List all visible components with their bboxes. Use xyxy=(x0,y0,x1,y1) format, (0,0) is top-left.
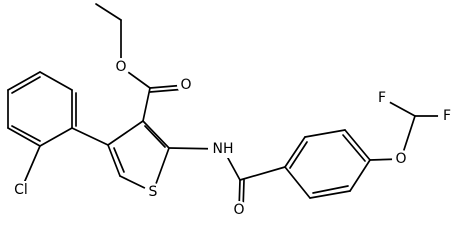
atom-label-o: O xyxy=(115,59,126,75)
bond-line xyxy=(39,127,73,147)
atom-o-ether: O xyxy=(392,150,410,168)
bond-lines xyxy=(7,3,448,211)
bond-line xyxy=(7,71,41,91)
atom-f-2: F xyxy=(438,107,456,125)
atom-label-cl: Cl xyxy=(14,182,28,198)
bond-line xyxy=(107,144,121,177)
atom-label-o: O xyxy=(233,202,244,218)
bond-line xyxy=(289,141,308,169)
atom-nh-amide: NH xyxy=(208,140,238,158)
bond-line xyxy=(239,166,286,181)
bond-line xyxy=(39,71,73,91)
bond-line xyxy=(11,76,41,94)
bond-line xyxy=(144,125,166,148)
bond-line xyxy=(142,87,151,122)
molecule-structure: O O S Cl NH O O F xyxy=(7,3,456,219)
bond-line xyxy=(284,136,306,168)
bond-line xyxy=(309,190,351,199)
atom-s-thiophene: S xyxy=(144,183,162,201)
bond-line xyxy=(284,166,311,199)
atom-label-s: S xyxy=(149,184,158,200)
atom-label-o: O xyxy=(180,77,191,93)
atom-labels: O O S Cl NH O O F xyxy=(9,58,456,219)
bond-line xyxy=(312,185,349,194)
atom-label-f: F xyxy=(443,108,451,124)
atom-f-1: F xyxy=(373,89,391,107)
bond-line xyxy=(95,3,122,21)
bond-line xyxy=(7,127,41,147)
atom-cl: Cl xyxy=(9,181,33,199)
bond-line xyxy=(304,129,346,138)
bond-line xyxy=(349,159,371,192)
atom-label-nh: NH xyxy=(213,141,234,157)
bond-line xyxy=(107,120,144,146)
bond-line xyxy=(11,125,41,142)
bond-line xyxy=(342,134,366,162)
bond-line xyxy=(113,147,125,173)
atom-o-amide: O xyxy=(230,201,248,219)
atom-o-ester-carbonyl: O xyxy=(177,76,195,94)
atom-label-f: F xyxy=(378,90,386,106)
bond-line xyxy=(142,120,170,149)
atom-o-ester-alkyl: O xyxy=(112,58,130,76)
bond-line xyxy=(344,129,371,161)
bond-line xyxy=(71,127,109,146)
atom-label-o: O xyxy=(395,151,406,167)
